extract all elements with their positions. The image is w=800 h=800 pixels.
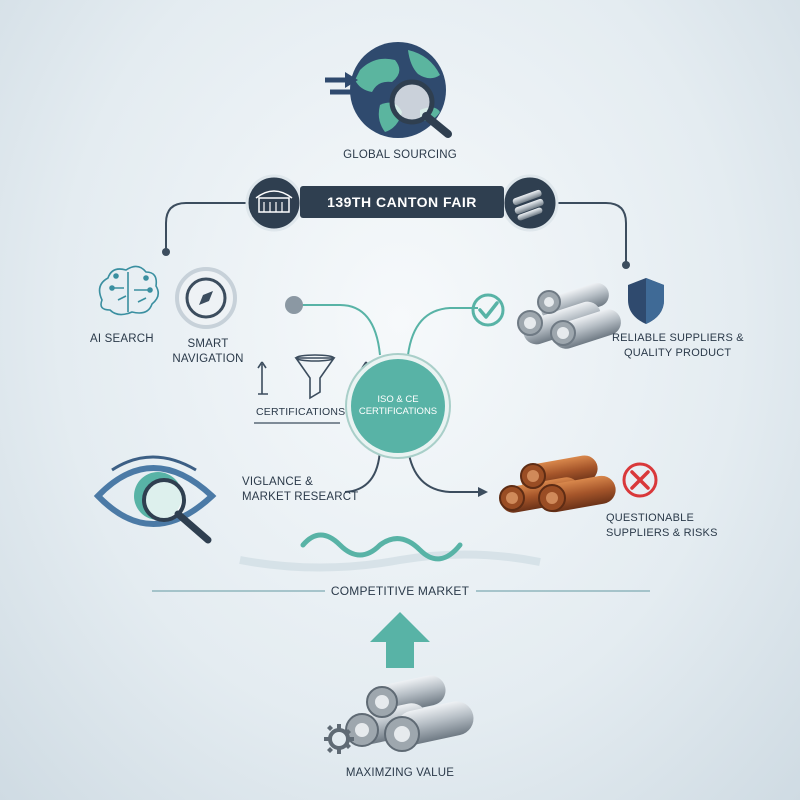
hub-connectors xyxy=(285,296,488,497)
x-icon xyxy=(622,462,658,498)
market-wave xyxy=(239,532,541,572)
brain-icon xyxy=(98,265,160,316)
globe-search-icon xyxy=(325,42,452,138)
funnel-icon xyxy=(257,354,371,400)
canton-fair-banner: 139TH CANTON FAIR xyxy=(300,186,504,218)
ai-search-label: AI SEARCH xyxy=(90,333,154,345)
compass-icon xyxy=(175,267,237,329)
check-icon xyxy=(471,293,505,327)
certifications-label: CERTIFICATIONS xyxy=(256,406,346,418)
smart-navigation-line2: NAVIGATION xyxy=(172,353,244,365)
gear-icon xyxy=(324,724,354,754)
connector-right-banner xyxy=(557,202,627,262)
connector-lines xyxy=(162,202,630,269)
global-sourcing-label: GLOBAL SOURCING xyxy=(343,149,457,161)
questionable-pipes-icon xyxy=(499,455,616,513)
reliable-pipes-icon xyxy=(517,282,621,349)
competitive-market-label: COMPETITIVE MARKET xyxy=(330,584,470,598)
steel-pipes-icon xyxy=(501,174,559,232)
up-arrow-icon xyxy=(370,612,430,668)
smart-navigation-line1: SMART xyxy=(187,338,229,350)
questionable-line1: QUESTIONABLE xyxy=(606,512,694,524)
hub-connector-arrowhead xyxy=(478,487,488,497)
shield-icon xyxy=(628,278,664,324)
value-pipes-icon xyxy=(345,675,474,752)
questionable-line2: SUPPLIERS & RISKS xyxy=(606,527,718,539)
eye-search-icon xyxy=(93,455,217,544)
hub-line1: ISO & CE xyxy=(377,394,419,405)
hub-connector-upper-left xyxy=(302,304,381,356)
reliable-suppliers-label: RELIABLE SUPPLIERS & QUALITY PRODUCT xyxy=(612,331,744,361)
reliable-line1: RELIABLE SUPPLIERS & xyxy=(612,332,744,344)
reliable-line2: QUALITY PRODUCT xyxy=(624,347,732,359)
iso-ce-hub: ISO & CE CERTIFICATIONS xyxy=(347,355,449,457)
vigilance-line2: MARKET RESEARCT xyxy=(242,491,359,503)
hub-connector-upper-right xyxy=(407,307,478,356)
smart-navigation-label: SMART NAVIGATION xyxy=(158,337,258,367)
hub-connector-start-dot xyxy=(285,296,303,314)
hub-line2: CERTIFICATIONS xyxy=(358,406,438,417)
vigilance-label: VIGLANCE & MARKET RESEARCT xyxy=(242,475,359,505)
building-icon xyxy=(245,174,303,232)
vigilance-line1: VIGLANCE & xyxy=(242,476,314,488)
questionable-suppliers-label: QUESTIONABLE SUPPLIERS & RISKS xyxy=(606,511,718,541)
connector-left-dot xyxy=(162,248,170,256)
hub-connector-lower-left xyxy=(344,448,381,493)
maximizing-value-label: MAXIMZING VALUE xyxy=(345,767,455,779)
canton-fair-label: 139TH CANTON FAIR xyxy=(327,194,477,210)
connector-left-banner xyxy=(165,202,246,250)
hub-connector-lower-right xyxy=(407,448,478,493)
connector-right-dot xyxy=(622,261,630,269)
